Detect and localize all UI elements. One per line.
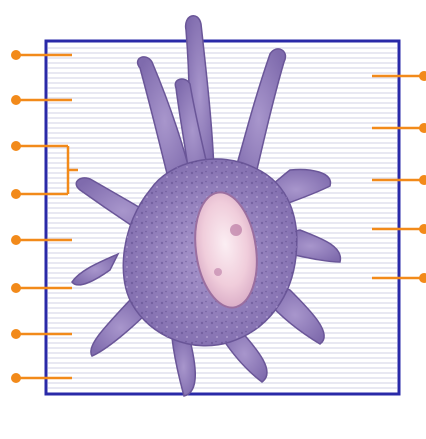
right-marker-4-dot[interactable]	[419, 224, 426, 234]
right-marker-1-dot[interactable]	[419, 71, 426, 81]
right-marker-3-dot[interactable]	[419, 175, 426, 185]
right-marker-5-dot[interactable]	[419, 273, 426, 283]
right-marker-2-dot[interactable]	[419, 123, 426, 133]
